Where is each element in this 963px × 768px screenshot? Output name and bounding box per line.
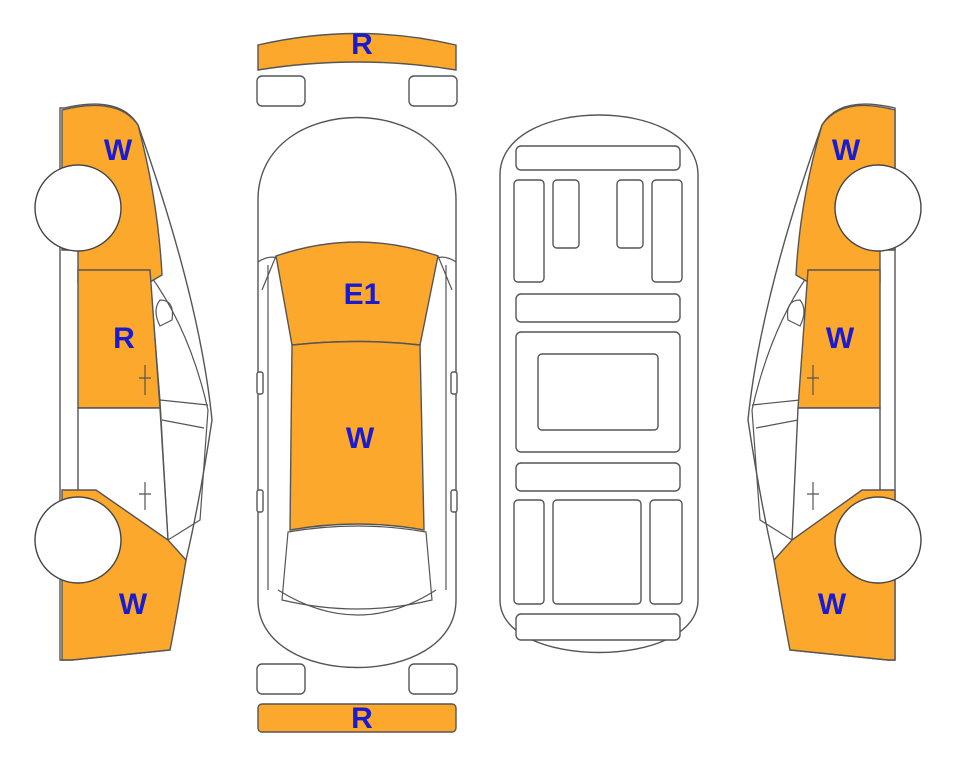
roof[interactable] (289, 340, 425, 531)
right-front-door-label: W (826, 322, 855, 355)
a-pillar-right (437, 255, 453, 291)
left-front-door-handle (139, 365, 151, 395)
right-rear-quarter-label: W (818, 588, 847, 621)
left-rear-door-handle (139, 482, 151, 510)
left-mirror (155, 299, 174, 327)
right-rear-door-handle (807, 482, 819, 510)
left-rear-quarter-label: W (119, 588, 148, 621)
rear-bumper-label: R (351, 702, 373, 735)
right-front-fender-label: W (832, 134, 861, 167)
right-front-wheel (834, 164, 922, 252)
left-rear-wheel (34, 496, 122, 584)
rear-left-light (256, 663, 306, 695)
right-rear-wheel (834, 496, 922, 584)
left-front-wheel (34, 164, 122, 252)
a-pillar-left (261, 255, 277, 291)
car-underbody-view (499, 114, 699, 654)
front-left-light (256, 75, 306, 107)
left-front-fender-label: W (104, 134, 133, 167)
rear-bumper[interactable] (257, 703, 457, 733)
front-bumper-label: R (351, 28, 373, 61)
rear-right-light (408, 663, 458, 695)
front-bumper[interactable] (257, 32, 457, 71)
left-front-door-label: R (113, 322, 135, 355)
hood-label: E1 (344, 278, 381, 311)
roof-label: W (346, 422, 375, 455)
front-right-light (408, 75, 458, 107)
right-mirror (786, 299, 805, 327)
right-front-door-handle (807, 365, 819, 395)
